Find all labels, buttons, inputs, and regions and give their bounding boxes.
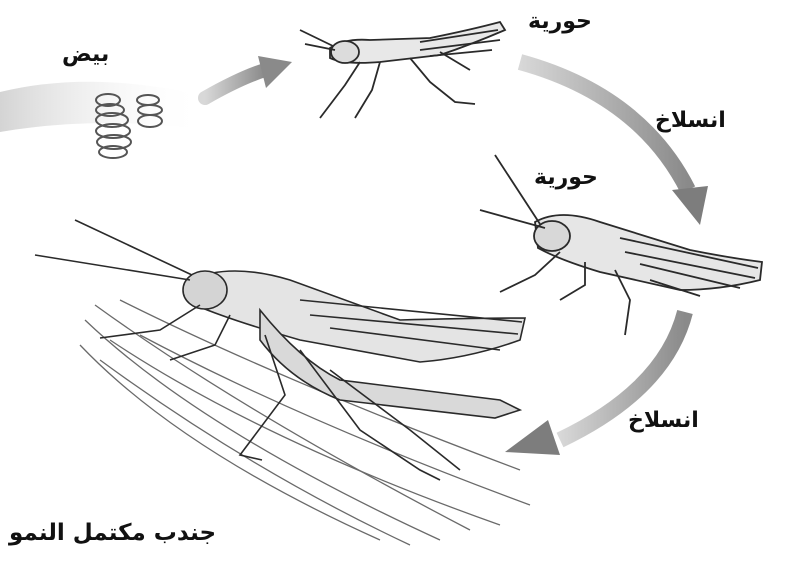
nymph-illustration-1 [300, 22, 505, 118]
arrow-eggs-to-nymph [205, 56, 292, 98]
label-nymph-2: حورية [534, 165, 598, 190]
arrow-molt-1 [520, 62, 708, 225]
adult-grasshopper-illustration [35, 220, 530, 545]
nymph-illustration-2 [480, 155, 762, 335]
label-molt-1: انسلاخ [655, 108, 726, 133]
egg-pod-illustration [0, 82, 205, 158]
label-adult-grasshopper: جندب مكتمل النمو [9, 520, 216, 546]
label-molt-2: انسلاخ [628, 408, 699, 433]
arrow-molt-2 [505, 312, 685, 455]
label-eggs: بيض [62, 42, 109, 67]
label-nymph-1: حورية [528, 9, 592, 34]
